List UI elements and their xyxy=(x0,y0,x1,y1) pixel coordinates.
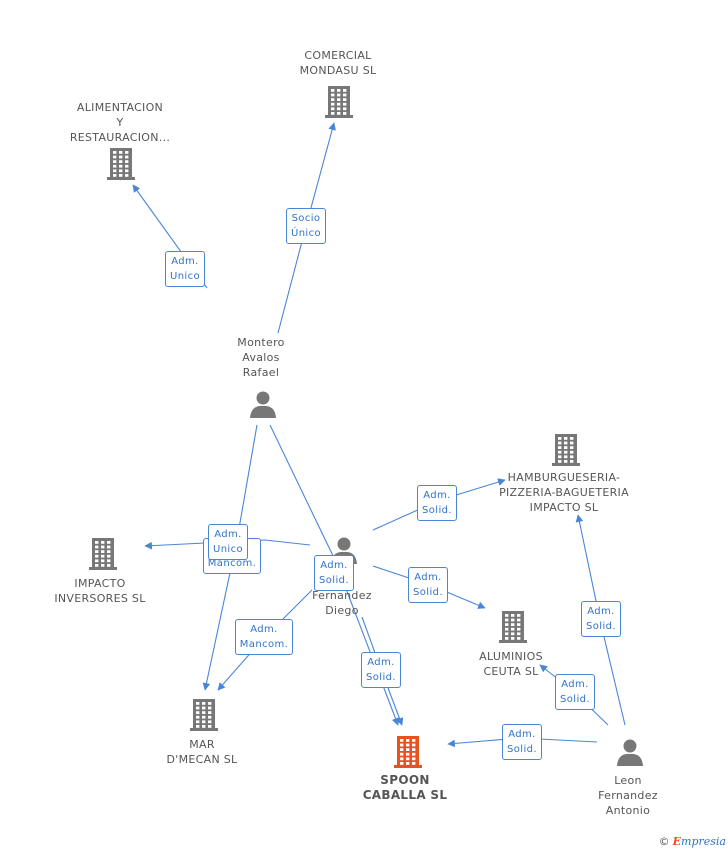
copyright-symbol: © xyxy=(658,835,670,848)
edge-label-fernandez-to-mar: Adm. Mancom. xyxy=(234,619,294,655)
node-label-mar[interactable]: MAR D'MECAN SL xyxy=(166,738,238,766)
brand-name: mpresia xyxy=(681,835,726,848)
person-icon[interactable] xyxy=(617,739,643,767)
building-icon[interactable] xyxy=(552,434,580,466)
edge-label-leon-to-aluminios: Adm. Solid. xyxy=(555,674,595,710)
brand-initial: E xyxy=(672,835,682,848)
building-icon[interactable] xyxy=(325,86,353,118)
edge-label-montero-to-spoon: Adm. Solid. xyxy=(314,555,354,591)
node-label-spoon[interactable]: SPOON CABALLA SL xyxy=(362,773,448,802)
node-label-aluminios[interactable]: ALUMINIOS CEUTA SL xyxy=(479,650,543,678)
building-icon[interactable] xyxy=(190,699,218,731)
node-label-fernandez[interactable]: Fernandez Diego xyxy=(312,589,372,617)
main-company-building-icon[interactable] xyxy=(394,736,422,768)
edge-label-montero-to-comercial: Socio Único xyxy=(285,208,327,244)
person-icon[interactable] xyxy=(250,391,276,419)
edge-fernandez-to-impacto_inv xyxy=(144,539,311,550)
building-icon[interactable] xyxy=(499,611,527,643)
node-label-leon[interactable]: Leon Fernandez Antonio xyxy=(598,774,658,817)
building-icon[interactable] xyxy=(107,148,135,180)
edge-label-fernandez-to-spoon: Adm. Solid. xyxy=(361,652,401,688)
node-label-montero[interactable]: Montero Avalos Rafael xyxy=(237,336,285,379)
edge-label-fernandez-to-aluminios: Adm. Solid. xyxy=(408,567,448,603)
node-label-hamburgueseria[interactable]: HAMBURGUESERIA- PIZZERIA-BAGUETERIA IMPA… xyxy=(499,471,629,514)
empresia-brand: ©Empresia xyxy=(659,835,726,848)
node-label-alimentacion[interactable]: ALIMENTACION Y RESTAURACION... xyxy=(69,101,171,144)
edge-label-montero-to-alimentacion: Adm. Unico xyxy=(164,251,206,287)
building-icon[interactable] xyxy=(89,538,117,570)
node-label-comercial[interactable]: COMERCIAL MONDASU SL xyxy=(299,49,377,77)
edge-label-montero-to-mar: Adm. Unico xyxy=(207,524,249,560)
edge-label-fernandez-to-hamburgueseria: Adm. Solid. xyxy=(417,485,457,521)
edge-label-leon-to-hamburgueseria: Adm. Solid. xyxy=(581,601,621,637)
edge-label-leon-to-spoon: Adm. Solid. xyxy=(502,724,542,760)
node-label-impacto_inv[interactable]: IMPACTO INVERSORES SL xyxy=(54,577,146,605)
